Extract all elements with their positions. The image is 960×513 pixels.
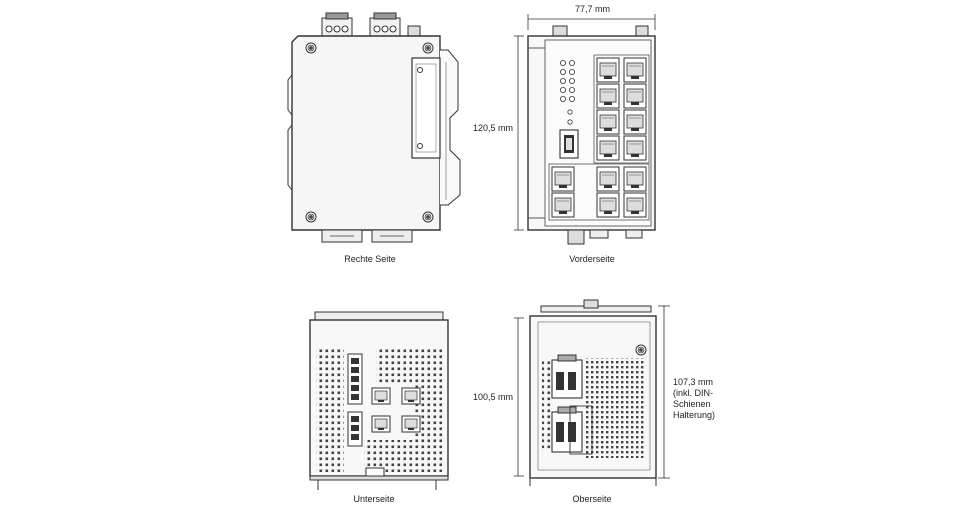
dimension-depth: 100,5 mm: [473, 392, 514, 402]
terminal-block-icon: [551, 406, 583, 453]
screw-icon: [422, 211, 434, 223]
led-icon: [560, 60, 576, 125]
caption-right-side: Rechte Seite: [344, 254, 396, 264]
screw-icon: [422, 42, 434, 54]
right-side-view: [287, 12, 461, 243]
terminal-block-icon: [551, 354, 583, 399]
caption-front: Vorderseite: [569, 254, 615, 264]
dimension-height: 120,5 mm: [473, 123, 514, 133]
caption-bottom: Unterseite: [353, 494, 395, 504]
screw-icon: [305, 42, 317, 54]
screw-icon: [305, 211, 317, 223]
caption-top: Oberseite: [572, 494, 612, 504]
terminal-block-icon: [347, 353, 363, 405]
terminal-block-icon: [369, 12, 401, 37]
dimension-width: 77,7 mm: [575, 4, 611, 14]
dimension-depth-rail: 107,3 mm (inkl. DIN- Schienen Halterung): [673, 377, 716, 420]
terminal-block-icon: [347, 411, 363, 447]
usb-port-icon: [559, 129, 579, 159]
terminal-block-icon: [321, 12, 353, 37]
screw-icon: [635, 344, 647, 356]
top-view: [514, 299, 670, 486]
bottom-view: [309, 311, 449, 490]
front-view: [514, 14, 656, 245]
